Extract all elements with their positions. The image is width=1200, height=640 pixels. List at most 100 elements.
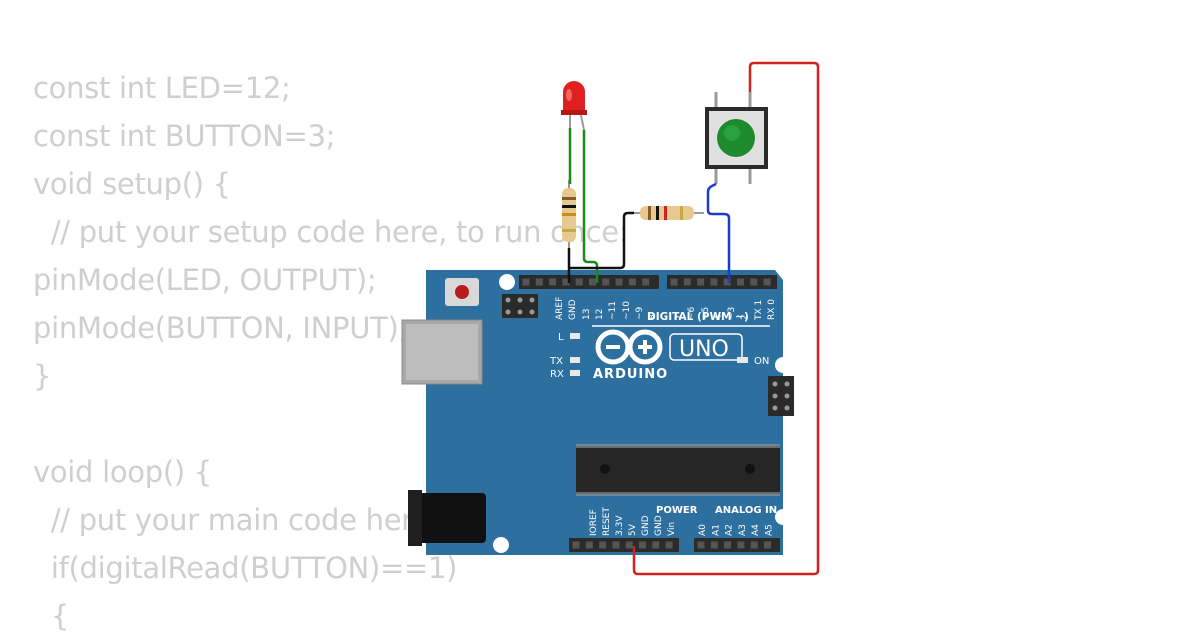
microcontroller-chip bbox=[576, 444, 780, 496]
pin-label: A4 bbox=[751, 524, 761, 536]
pin-hole[interactable] bbox=[724, 541, 732, 549]
resistor-band bbox=[562, 229, 576, 232]
pin-label: 4 bbox=[714, 314, 724, 320]
pushbutton-component[interactable] bbox=[705, 92, 768, 184]
pin-hole[interactable] bbox=[625, 541, 633, 549]
code-line: void setup() { bbox=[33, 167, 231, 201]
pin-hole[interactable] bbox=[602, 278, 610, 286]
code-line: if(digitalRead(BUTTON)==1) bbox=[33, 551, 458, 585]
wire-blue-pin3 bbox=[706, 182, 731, 283]
pin-hole[interactable] bbox=[764, 541, 771, 549]
pin-hole[interactable] bbox=[652, 541, 660, 549]
pin-label: IOREF bbox=[589, 509, 599, 536]
pin-label: 7 bbox=[674, 314, 684, 320]
power-label: POWER bbox=[656, 505, 698, 516]
pin-hole[interactable] bbox=[710, 541, 718, 549]
l-led-label: L bbox=[558, 332, 564, 343]
arduino-logo-icon bbox=[595, 329, 663, 365]
pin-label: ~5 bbox=[701, 307, 711, 320]
pin-label: ~3 bbox=[727, 307, 737, 320]
resistor-button[interactable] bbox=[632, 206, 704, 220]
code-line: pinMode(BUTTON, INPUT); bbox=[33, 311, 409, 345]
pin-hole[interactable] bbox=[639, 541, 646, 549]
pin-label: GND bbox=[568, 299, 578, 320]
power-header bbox=[569, 538, 679, 552]
pin-label: GND bbox=[641, 515, 651, 536]
pin-hole[interactable] bbox=[750, 278, 758, 286]
pin-hole[interactable] bbox=[670, 278, 678, 286]
bottom-pin-holes bbox=[572, 541, 771, 549]
pin-hole[interactable] bbox=[697, 541, 705, 549]
rx-led-label: RX bbox=[550, 369, 564, 380]
l-led bbox=[570, 333, 580, 339]
pin-hole[interactable] bbox=[575, 278, 583, 286]
mounting-hole bbox=[775, 509, 791, 525]
pin-hole[interactable] bbox=[599, 541, 607, 549]
resistor-band bbox=[562, 213, 576, 216]
led-rim bbox=[561, 110, 587, 115]
pin-hole[interactable] bbox=[589, 278, 596, 286]
code-line: { bbox=[33, 599, 69, 633]
pin-label: 3.3V bbox=[615, 515, 625, 536]
pin-label: Vin bbox=[667, 522, 677, 536]
pin-hole[interactable] bbox=[737, 278, 744, 286]
led-component[interactable] bbox=[561, 81, 587, 131]
model-label: UNO bbox=[679, 337, 729, 362]
pin-label: A5 bbox=[765, 524, 775, 536]
pin-hole[interactable] bbox=[737, 541, 745, 549]
pin-hole[interactable] bbox=[549, 278, 557, 286]
led-bulb bbox=[563, 81, 585, 112]
digital-pin-holes bbox=[522, 278, 771, 286]
pin-label: ~10 bbox=[622, 301, 632, 320]
resistor-band bbox=[562, 205, 576, 208]
pin-hole[interactable] bbox=[522, 278, 530, 286]
pin-hole[interactable] bbox=[585, 541, 593, 549]
pin-hole[interactable] bbox=[710, 278, 718, 286]
tx-led bbox=[570, 357, 580, 363]
pin-hole[interactable] bbox=[642, 278, 650, 286]
mounting-hole bbox=[775, 357, 791, 373]
wires bbox=[567, 61, 820, 576]
code-line: } bbox=[33, 359, 52, 393]
resistor-led[interactable] bbox=[562, 180, 576, 248]
code-editor[interactable]: const int LED=12; const int BUTTON=3; vo… bbox=[33, 64, 793, 640]
rx-led bbox=[570, 370, 580, 376]
resistor-band bbox=[680, 206, 683, 220]
on-led-label: ON bbox=[754, 356, 769, 367]
pin-label: A0 bbox=[698, 524, 708, 536]
pin-hole[interactable] bbox=[572, 541, 580, 549]
pin-label: ~9 bbox=[635, 306, 645, 320]
usb-connector-face bbox=[406, 324, 478, 380]
pin-hole[interactable] bbox=[750, 541, 758, 549]
pin-label: 12 bbox=[595, 309, 605, 320]
wire-black-resistor bbox=[569, 211, 634, 270]
pin-hole[interactable] bbox=[535, 278, 543, 286]
pin-hole[interactable] bbox=[615, 278, 623, 286]
wire-green-pin12 bbox=[582, 130, 599, 283]
reset-button-cap bbox=[455, 285, 469, 299]
pin-label: 5V bbox=[628, 523, 638, 536]
pin-label: ~6 bbox=[687, 306, 697, 320]
pin-hole[interactable] bbox=[665, 541, 673, 549]
wire-red bbox=[632, 61, 820, 576]
pin-hole[interactable] bbox=[612, 541, 620, 549]
pin-label: 13 bbox=[582, 309, 592, 320]
code-line: const int LED=12; bbox=[33, 71, 291, 105]
code-line: void loop() { bbox=[33, 455, 212, 489]
model-badge bbox=[669, 333, 743, 361]
code-line: pinMode(LED, OUTPUT); bbox=[33, 263, 377, 297]
pin-hole[interactable] bbox=[723, 278, 731, 286]
resistor-band bbox=[648, 206, 651, 220]
led-highlight bbox=[566, 89, 572, 101]
pin-hole[interactable] bbox=[683, 278, 691, 286]
pin-hole[interactable] bbox=[697, 278, 705, 286]
pin-hole[interactable] bbox=[763, 278, 771, 286]
pin-label: 8 bbox=[648, 314, 658, 320]
pin-hole[interactable] bbox=[562, 278, 570, 286]
analog-label: ANALOG IN bbox=[715, 505, 777, 516]
pin-hole[interactable] bbox=[628, 278, 636, 286]
